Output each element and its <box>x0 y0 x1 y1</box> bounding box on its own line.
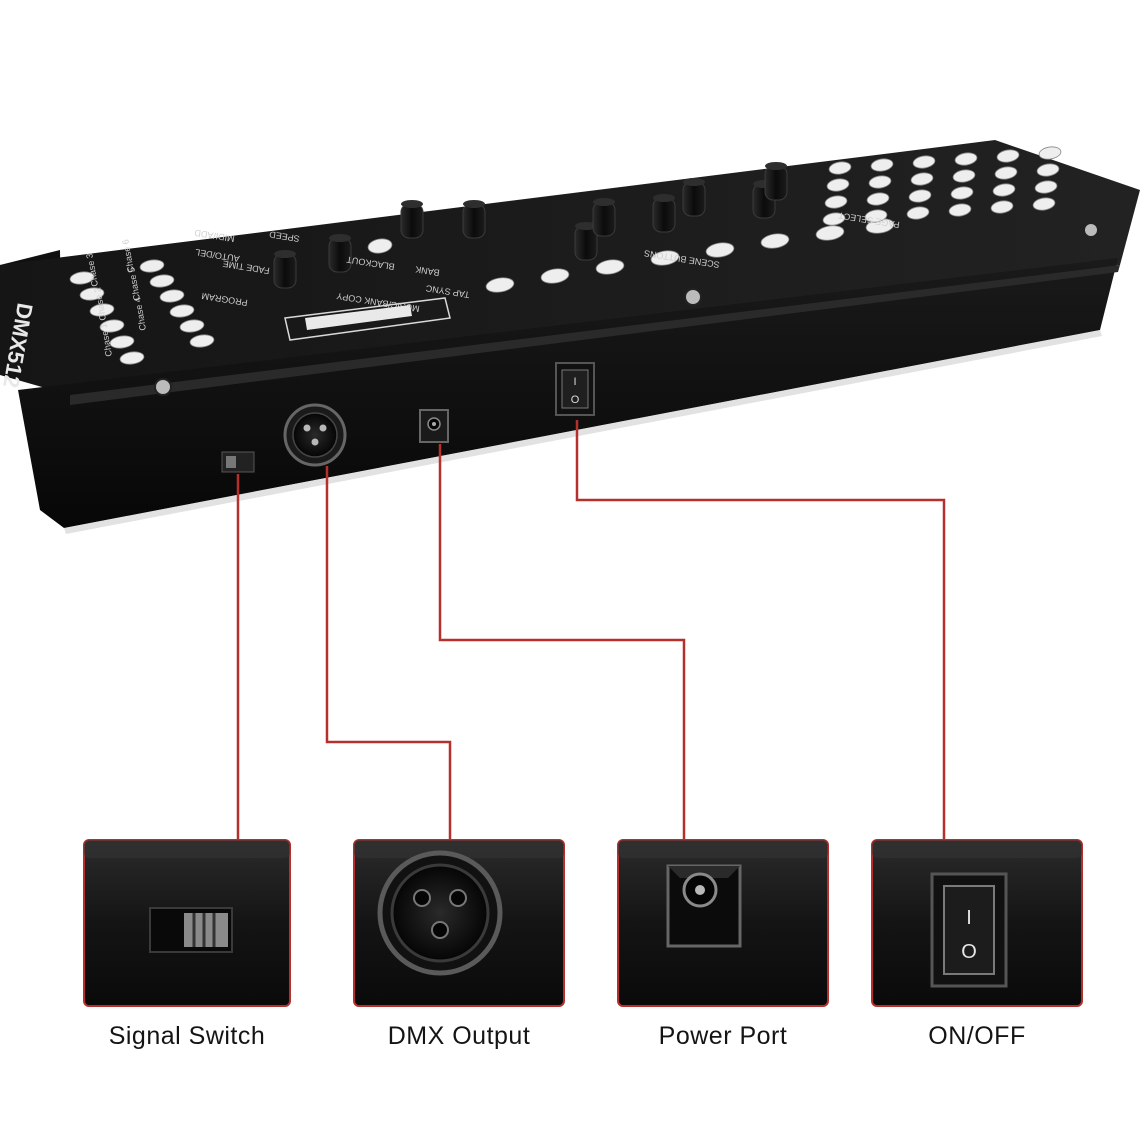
dmx-controller: DMX512 SCENE BUTTONS FADE TIME SPEED PRO… <box>0 140 1140 534</box>
function-button <box>169 304 195 318</box>
on-mark: I <box>573 376 576 388</box>
power-port <box>419 409 449 443</box>
fader-knob <box>328 234 352 273</box>
scene-button <box>760 233 790 249</box>
scene-button <box>485 277 515 293</box>
fader-knobs <box>273 162 788 289</box>
signal-switch-port <box>221 451 255 473</box>
fader-knob <box>273 250 297 289</box>
grid-button <box>948 203 972 217</box>
xlr-connector-icon <box>377 850 503 976</box>
caption-dmx-output: DMX Output <box>387 1022 531 1050</box>
screw <box>684 288 702 306</box>
on-off-switch-port: I O <box>555 362 595 416</box>
screw <box>1083 222 1099 238</box>
fader-knob <box>462 200 486 239</box>
dmx-output-port <box>283 403 347 467</box>
grid-button <box>828 161 852 175</box>
grid-button <box>864 209 888 223</box>
grid-button <box>950 186 974 200</box>
panel-label-speed: SPEED <box>268 229 300 244</box>
detail-panel-dmx-output <box>353 839 565 1007</box>
detail-panel-signal-switch <box>83 839 291 1007</box>
grid-button <box>910 172 934 186</box>
grid-button <box>826 178 850 192</box>
function-button <box>179 319 205 333</box>
scene-button <box>540 268 570 284</box>
grid-button <box>908 189 932 203</box>
function-button-grid <box>822 146 1062 226</box>
function-button <box>159 289 185 303</box>
chase-button <box>79 287 105 301</box>
grid-button <box>1036 163 1060 177</box>
caption-signal-switch: Signal Switch <box>108 1022 266 1050</box>
dc-jack-icon <box>666 864 742 948</box>
chase-button <box>69 271 95 285</box>
scene-button <box>705 242 735 258</box>
callout-line-on-off <box>575 420 946 840</box>
rocker-switch-icon: I O <box>930 872 1008 988</box>
grid-button <box>906 206 930 220</box>
detail-panel-on-off: I O <box>871 839 1083 1007</box>
display-window <box>284 297 451 341</box>
fader-knob <box>652 194 676 233</box>
grid-button <box>992 183 1016 197</box>
caption-on-off: ON/OFF <box>928 1022 1026 1050</box>
grid-button <box>1032 197 1056 211</box>
grid-button <box>990 200 1014 214</box>
scene-button <box>815 225 845 241</box>
scene-button <box>367 238 393 254</box>
grid-button <box>822 212 846 226</box>
grid-button <box>868 175 892 189</box>
slide-switch-icon <box>149 907 233 953</box>
grid-button <box>952 169 976 183</box>
chase-button <box>89 303 115 317</box>
grid-button <box>954 152 978 166</box>
fader-knob <box>682 178 706 217</box>
grid-button <box>1034 180 1058 194</box>
scene-button <box>595 259 625 275</box>
fader-knob <box>764 162 788 201</box>
grid-button <box>870 158 894 172</box>
chase-button <box>109 335 135 349</box>
off-mark: O <box>961 941 977 963</box>
scene-buttons <box>367 218 895 293</box>
grid-button <box>1038 146 1062 160</box>
function-button <box>189 334 215 348</box>
grid-button <box>994 166 1018 180</box>
grid-button <box>912 155 936 169</box>
on-mark: I <box>966 907 972 929</box>
panel-label-bank: BANK <box>415 264 441 278</box>
callout-lines <box>236 420 946 840</box>
off-mark: O <box>571 394 580 406</box>
control-panel-top <box>0 140 1140 395</box>
fader-knob <box>574 222 598 261</box>
function-button <box>149 274 175 288</box>
detail-panel-power-port <box>617 839 829 1007</box>
scene-button <box>650 250 680 266</box>
chase-button-bank <box>69 259 215 365</box>
grid-button <box>996 149 1020 163</box>
grid-button <box>824 195 848 209</box>
screw <box>154 378 172 396</box>
grid-button <box>866 192 890 206</box>
fader-knob <box>400 200 424 239</box>
function-button <box>139 259 165 273</box>
chase-button <box>119 351 145 365</box>
callout-line-power-port <box>438 444 686 840</box>
callout-line-dmx-output <box>325 466 452 840</box>
caption-power-port: Power Port <box>658 1022 788 1050</box>
chase-button <box>99 319 125 333</box>
screws <box>154 222 1099 396</box>
fader-knob <box>592 198 616 237</box>
front-rim <box>70 265 1120 405</box>
